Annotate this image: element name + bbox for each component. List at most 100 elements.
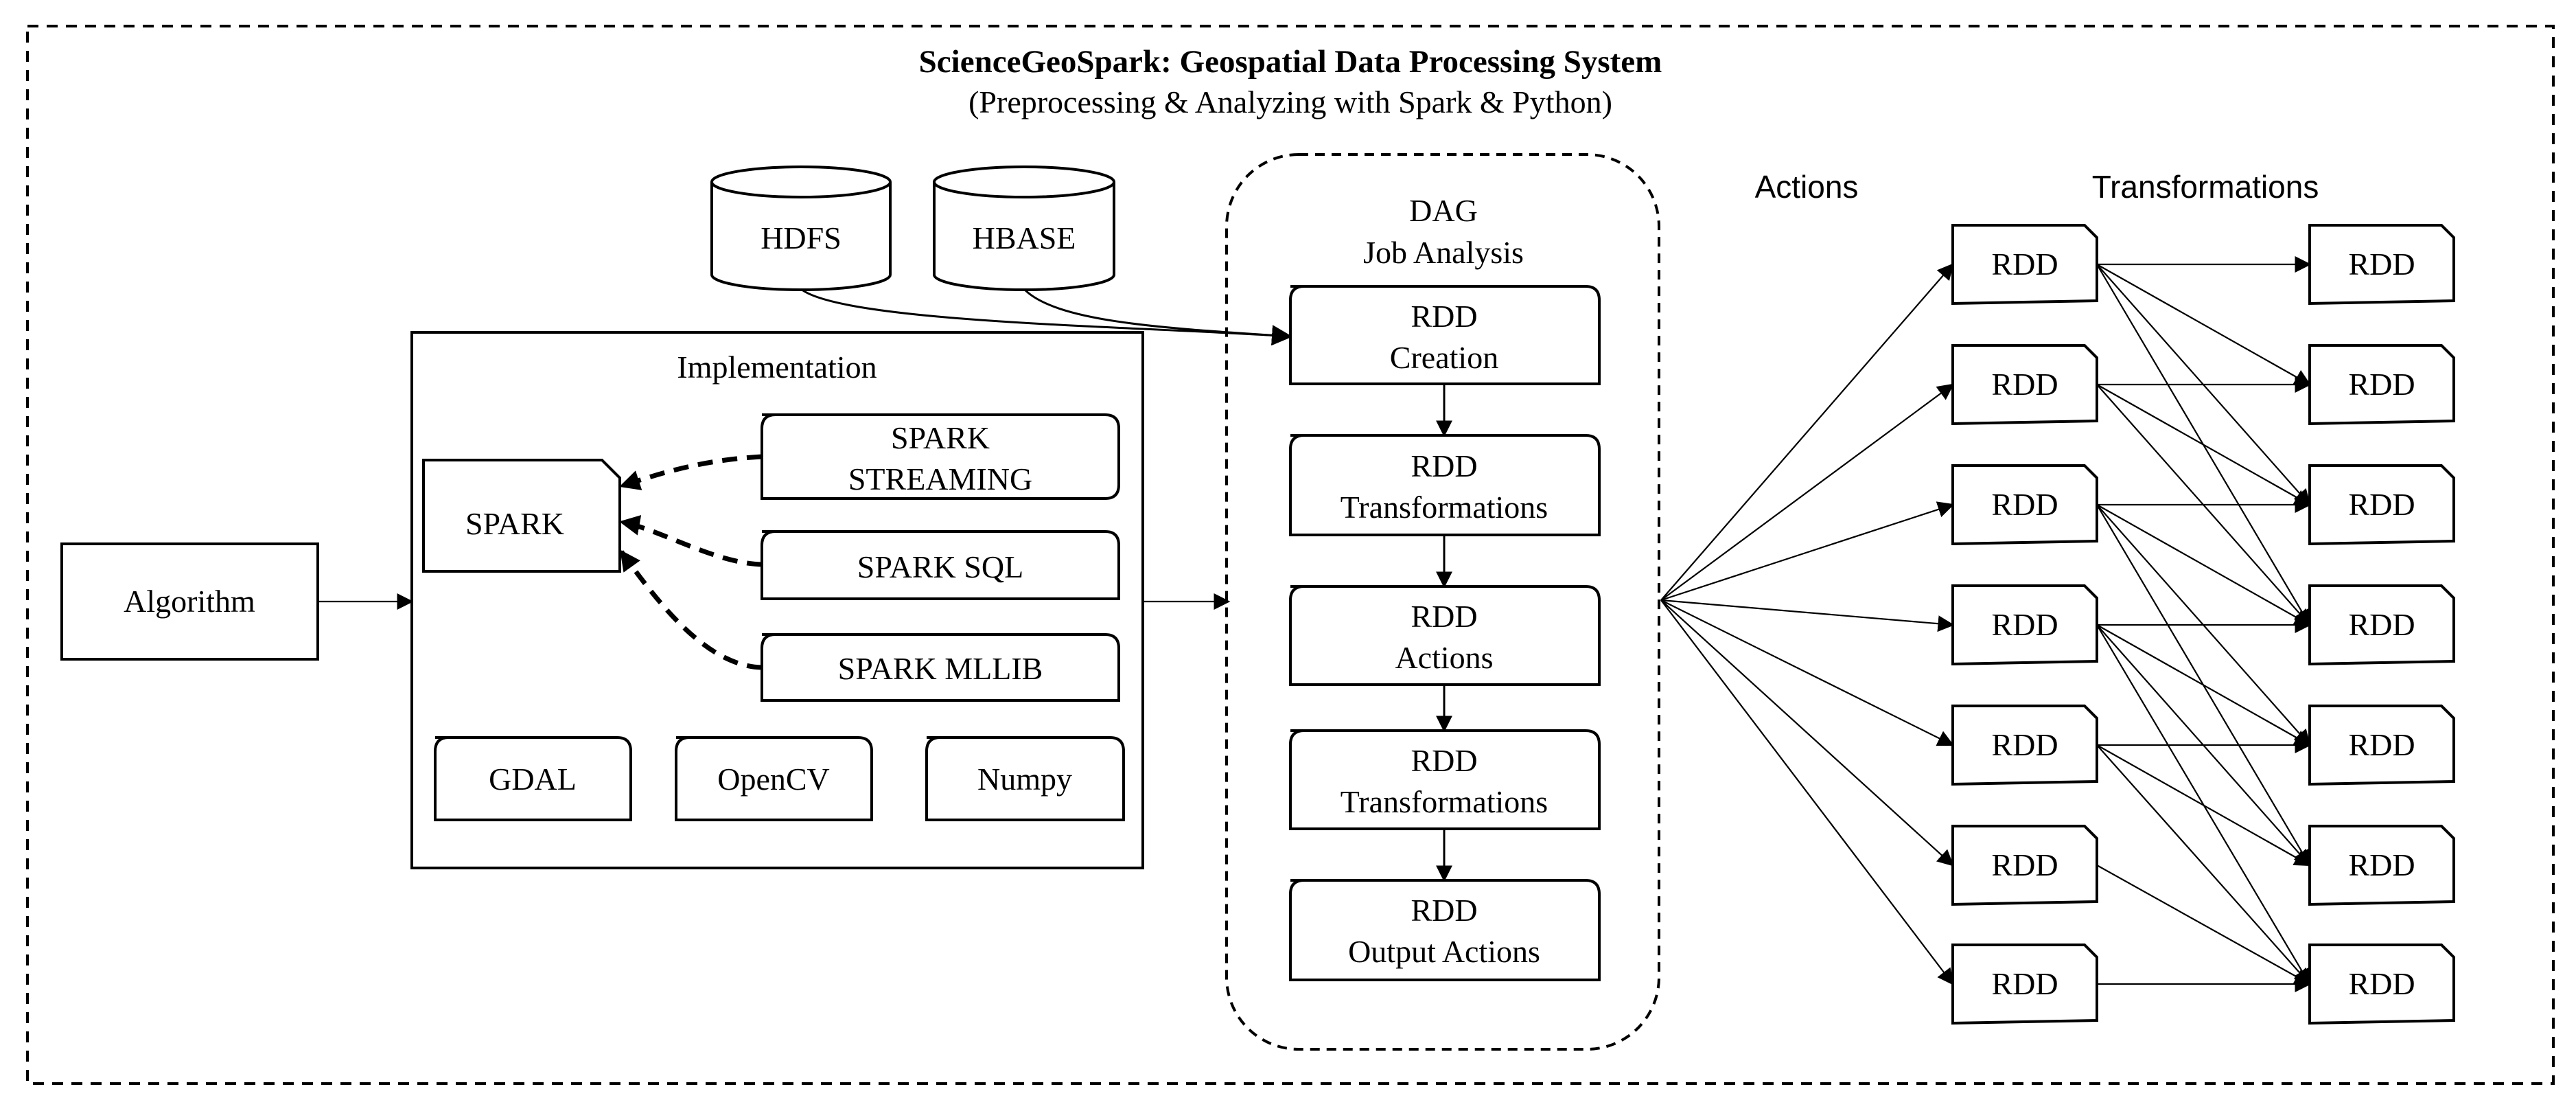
action-edge <box>1660 599 1955 632</box>
rdd-node-transformation-1: RDD <box>2308 224 2455 306</box>
rdd-node-action-6: RDD <box>1951 825 2098 906</box>
rdd-node-action-1: RDD <box>1951 224 2098 306</box>
action-edge <box>1660 599 1955 746</box>
rdd-node-label: RDD <box>2348 367 2415 402</box>
implementation-label: Implementation <box>677 350 877 385</box>
rdd-node-shape <box>2308 584 2455 666</box>
rdd-node-shape <box>1951 705 2098 786</box>
dag-step-line1: RDD <box>1411 599 1477 634</box>
dag-step-rdd-output-actions: RDD Output Actions <box>1289 879 1601 981</box>
algorithm-label: Algorithm <box>124 584 255 619</box>
gdal-box: GDAL <box>434 736 632 821</box>
actions-header: Actions <box>1755 169 1859 205</box>
dag-step-rdd-creation: RDD Creation <box>1289 285 1601 385</box>
rdd-node-action-5: RDD <box>1951 705 2098 786</box>
dag-step-line2: Transformations <box>1341 490 1548 525</box>
dag-step-line1: RDD <box>1411 299 1477 334</box>
rdd-graph-edges <box>1660 256 2312 992</box>
hdfs-to-rdd-creation-arrow <box>800 288 1292 346</box>
gdal-label: GDAL <box>489 762 577 797</box>
rdd-node-label: RDD <box>2348 487 2415 522</box>
rdd-node-shape <box>1951 944 2098 1025</box>
rdd-node-label: RDD <box>1991 247 2058 282</box>
dag-step-line1: RDD <box>1411 743 1477 778</box>
hdfs-label: HDFS <box>761 220 842 255</box>
action-edge <box>1660 599 1954 985</box>
spark-mllib-box: SPARK MLLIB <box>761 633 1120 702</box>
rdd-node-label: RDD <box>2348 966 2415 1001</box>
rdd-node-transformation-6: RDD <box>2308 825 2455 906</box>
dag-step-rdd-transformations-2: RDD Transformations <box>1289 729 1601 830</box>
rdd-node-label: RDD <box>1991 367 2058 402</box>
dag-title-line1: DAG <box>1409 193 1478 228</box>
hbase-to-rdd-creation-arrow <box>1023 288 1292 346</box>
transformation-edge <box>2096 504 2312 626</box>
spark-streaming-line2: STREAMING <box>848 461 1032 496</box>
rdd-node-action-7: RDD <box>1951 944 2098 1025</box>
rdd-node-label: RDD <box>1991 966 2058 1001</box>
spark-label: SPARK <box>465 506 564 541</box>
action-edge <box>1660 501 1955 602</box>
dag-job-analysis-zone <box>1225 153 1660 1051</box>
dag-step-line1: RDD <box>1411 893 1477 928</box>
rdd-node-shape <box>2308 344 2455 426</box>
hbase-cylinder: HBASE <box>933 165 1115 291</box>
rdd-node-label: RDD <box>1991 727 2058 762</box>
rdd-node-label: RDD <box>1991 607 2058 642</box>
rdd-node-shape <box>1951 464 2098 546</box>
dag-step-rdd-actions: RDD Actions <box>1289 585 1601 686</box>
spark-sql-label: SPARK SQL <box>857 549 1023 584</box>
transformation-edge <box>2096 624 2312 746</box>
hbase-label: HBASE <box>973 220 1076 255</box>
diagram-title: ScienceGeoSpark: Geospatial Data Process… <box>919 44 1662 80</box>
rdd-node-transformation-2: RDD <box>2308 344 2455 426</box>
rdd-node-label: RDD <box>2348 847 2415 882</box>
spark-streaming-line1: SPARK <box>891 420 990 455</box>
rdd-node-label: RDD <box>2348 607 2415 642</box>
rdd-node-action-3: RDD <box>1951 464 2098 546</box>
dag-step-line2: Creation <box>1390 340 1498 375</box>
dag-step-line2: Transformations <box>1341 784 1548 819</box>
transformation-edge <box>2096 865 2312 985</box>
action-edge <box>1660 383 1954 601</box>
opencv-box: OpenCV <box>675 736 873 821</box>
rdd-node-shape <box>2308 464 2455 546</box>
rdd-node-shape <box>1951 224 2098 306</box>
streaming-to-spark-arrow <box>619 454 763 490</box>
dag-step-line1: RDD <box>1411 448 1477 483</box>
rdd-node-action-2: RDD <box>1951 344 2098 426</box>
transformation-edge <box>2096 264 2312 386</box>
spark-sql-box: SPARK SQL <box>761 530 1120 600</box>
hdfs-cylinder: HDFS <box>710 165 892 291</box>
rdd-node-label: RDD <box>1991 487 2058 522</box>
dag-title-line2: Job Analysis <box>1363 235 1524 270</box>
rdd-graph-nodes: RDD RDD RDD RDD RDD RDD RDD RDD RDD RDD RDD RDD RDD R… <box>1951 224 2455 1025</box>
diagram-subtitle: (Preprocessing & Analyzing with Spark & … <box>968 84 1612 119</box>
sql-to-spark-arrow <box>619 515 763 567</box>
system-boundary <box>26 25 2555 1085</box>
dag-step-line2: Output Actions <box>1348 934 1540 969</box>
rdd-node-shape <box>1951 825 2098 906</box>
action-edge <box>1660 599 1954 867</box>
rdd-node-transformation-7: RDD <box>2308 944 2455 1025</box>
rdd-node-action-4: RDD <box>1951 584 2098 666</box>
rdd-node-shape <box>1951 344 2098 426</box>
numpy-box: Numpy <box>925 736 1125 821</box>
rdd-node-shape <box>2308 825 2455 906</box>
rdd-node-shape <box>2308 944 2455 1025</box>
mllib-to-spark-arrow <box>619 549 763 670</box>
transformation-edge <box>2096 744 2312 867</box>
rdd-node-label: RDD <box>2348 727 2415 762</box>
spark-mllib-label: SPARK MLLIB <box>838 651 1043 686</box>
transformation-edge <box>2096 384 2312 506</box>
rdd-node-shape <box>2308 705 2455 786</box>
rdd-node-transformation-3: RDD <box>2308 464 2455 546</box>
rdd-node-transformation-4: RDD <box>2308 584 2455 666</box>
action-edge <box>1660 263 1954 601</box>
transformations-header: Transformations <box>2092 169 2319 205</box>
dag-step-rdd-transformations-1: RDD Transformations <box>1289 434 1601 536</box>
numpy-label: Numpy <box>977 762 1072 797</box>
opencv-label: OpenCV <box>717 762 830 797</box>
rdd-node-label: RDD <box>1991 847 2058 882</box>
